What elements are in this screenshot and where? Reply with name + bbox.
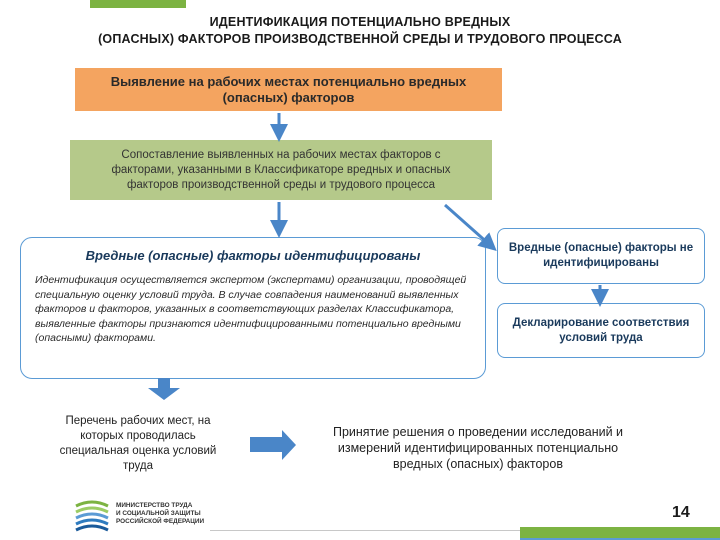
ministry-line2: И СОЦИАЛЬНОЙ ЗАЩИТЫ: [116, 510, 201, 518]
detection-line2: (опасных) факторов: [222, 89, 355, 105]
footer-accent-bar: [520, 527, 720, 540]
workplace-list-line3: специальная оценка условий: [59, 445, 217, 457]
workplace-list-line1: Перечень рабочих мест, на: [65, 415, 211, 427]
footer-accent-bar-blue: [520, 538, 720, 540]
not-identified-box: Вредные (опасные) факторы не идентифицир…: [497, 228, 705, 284]
decision-line2: измерений идентифицированных потенциальн…: [337, 441, 619, 455]
identified-box: Вредные (опасные) факторы идентифицирова…: [20, 237, 486, 379]
page-number: 14: [672, 504, 690, 521]
ministry-name: МИНИСТЕРСТВО ТРУДА И СОЦИАЛЬНОЙ ЗАЩИТЫ Р…: [116, 502, 226, 527]
arrow-workplace-list-to-decision: [250, 430, 296, 460]
arrow-comparison-to-not-identified: [444, 203, 497, 251]
workplace-list-line4: труда: [122, 460, 153, 472]
not-identified-line2: идентифицированы: [543, 257, 659, 269]
ministry-line1: МИНИСТЕРСТВО ТРУДА: [116, 502, 193, 509]
detection-line1: Выявление на рабочих местах потенциально…: [110, 73, 467, 89]
comparison-box: Сопоставление выявленных на рабочих мест…: [70, 140, 492, 200]
not-identified-line1: Вредные (опасные) факторы не: [508, 242, 694, 254]
top-accent-bar: [90, 0, 186, 8]
workplace-list-line2: которых проводилась: [80, 430, 196, 442]
declaration-line1: Декларирование соответствия: [512, 316, 690, 329]
slide-title-line1: ИДЕНТИФИКАЦИЯ ПОТЕНЦИАЛЬНО ВРЕДНЫХ: [209, 15, 511, 29]
decision-line3: вредных (опасных) факторов: [393, 457, 563, 471]
workplace-list-box: Перечень рабочих мест, на которых провод…: [48, 408, 228, 480]
detection-box: Выявление на рабочих местах потенциально…: [75, 68, 502, 111]
slide-title: ИДЕНТИФИКАЦИЯ ПОТЕНЦИАЛЬНО ВРЕДНЫХ (ОПАС…: [40, 14, 680, 48]
decision-box: Принятие решения о проведении исследован…: [298, 422, 658, 474]
arrow-identified-to-workplace-list: [148, 378, 180, 400]
comparison-line2: факторами, указанными в Классификаторе в…: [111, 163, 451, 176]
declaration-box: Декларирование соответствия условий труд…: [497, 303, 705, 358]
declaration-line2: условий труда: [559, 331, 643, 344]
comparison-line1: Сопоставление выявленных на рабочих мест…: [121, 148, 441, 161]
ministry-logo-icon: [75, 500, 109, 532]
slide-title-line2: (ОПАСНЫХ) ФАКТОРОВ ПРОИЗВОДСТВЕННОЙ СРЕД…: [98, 32, 622, 46]
identified-text: Идентификация осуществляется экспертом (…: [35, 274, 467, 344]
decision-line1: Принятие решения о проведении исследован…: [332, 425, 624, 439]
footer-divider: [210, 530, 520, 531]
comparison-line3: факторов производственной среды и трудов…: [126, 178, 436, 191]
ministry-line3: РОССИЙСКОЙ ФЕДЕРАЦИИ: [116, 518, 205, 526]
identified-heading: Вредные (опасные) факторы идентифицирова…: [85, 248, 421, 263]
